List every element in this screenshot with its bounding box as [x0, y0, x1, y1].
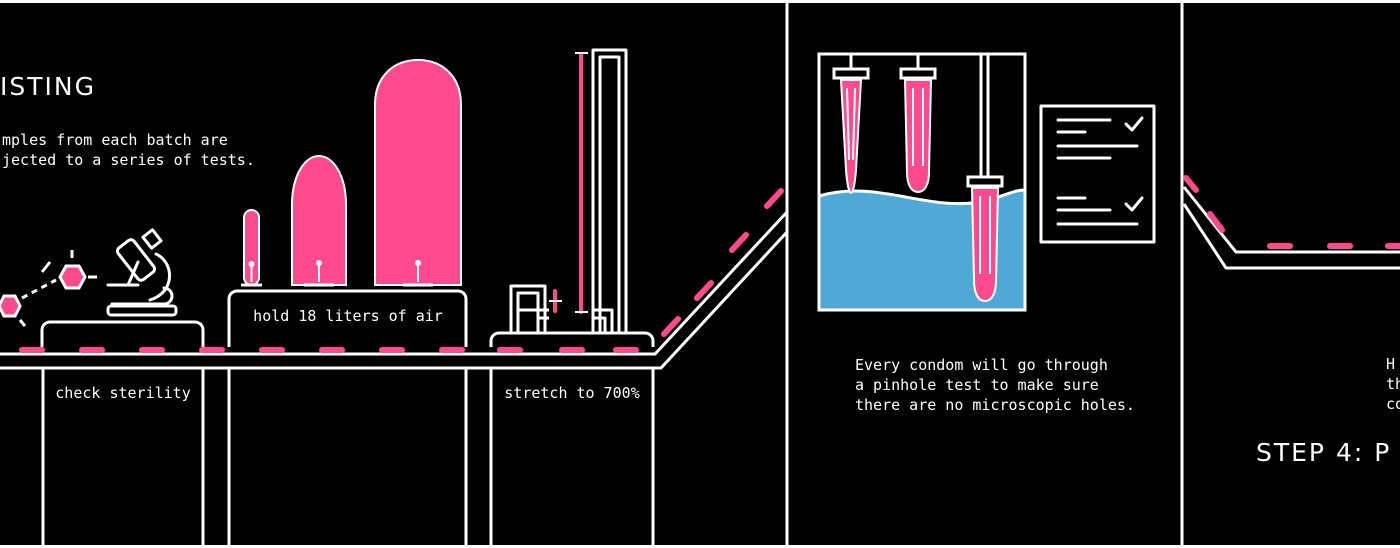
checkmark-icon: [1124, 116, 1144, 132]
microscope-icon: [106, 228, 178, 317]
panel3-frag-3: co: [1386, 395, 1400, 413]
conveyor-dashes-2: [1183, 175, 1400, 249]
intro-line-2: jected to a series of tests.: [2, 151, 255, 169]
condom-large: [374, 58, 462, 287]
test-condom-3: [966, 54, 1004, 303]
label-stretch: stretch to 700%: [504, 384, 640, 402]
platform-air: [227, 289, 468, 347]
platform-stretch: [489, 331, 655, 347]
test-condom-1: [832, 54, 870, 195]
panel3-frag-2: th: [1386, 375, 1400, 393]
condom-small: [241, 209, 262, 287]
step-heading: STEP 4: P: [1256, 438, 1392, 467]
condom-medium: [291, 154, 347, 287]
panel3-frag-1: H: [1386, 355, 1396, 373]
checkmark-icon: [1124, 196, 1144, 212]
label-check-sterility: check sterility: [55, 384, 191, 402]
stretch-condom: [553, 52, 583, 314]
conveyor-legs: [41, 368, 655, 548]
section-heading: ISTING: [0, 72, 96, 101]
pinhole-line-3: there are no microscopic holes.: [855, 396, 1135, 414]
platform-sterility: [40, 320, 205, 347]
intro-line-1: mples from each batch are: [2, 131, 228, 149]
pinhole-line-2: a pinhole test to make sure: [855, 376, 1099, 394]
test-condom-2: [899, 54, 937, 194]
pinhole-line-1: Every condom will go through: [855, 356, 1108, 374]
stretch-apparatus: [509, 48, 628, 333]
label-hold-air: hold 18 liters of air: [253, 307, 443, 325]
checklist-icon: [1039, 104, 1156, 244]
conveyor-belt-2: [1182, 186, 1400, 270]
conveyor-dashes: [19, 188, 784, 353]
conveyor-belt: [0, 210, 789, 370]
molecule-icon: [0, 250, 97, 327]
